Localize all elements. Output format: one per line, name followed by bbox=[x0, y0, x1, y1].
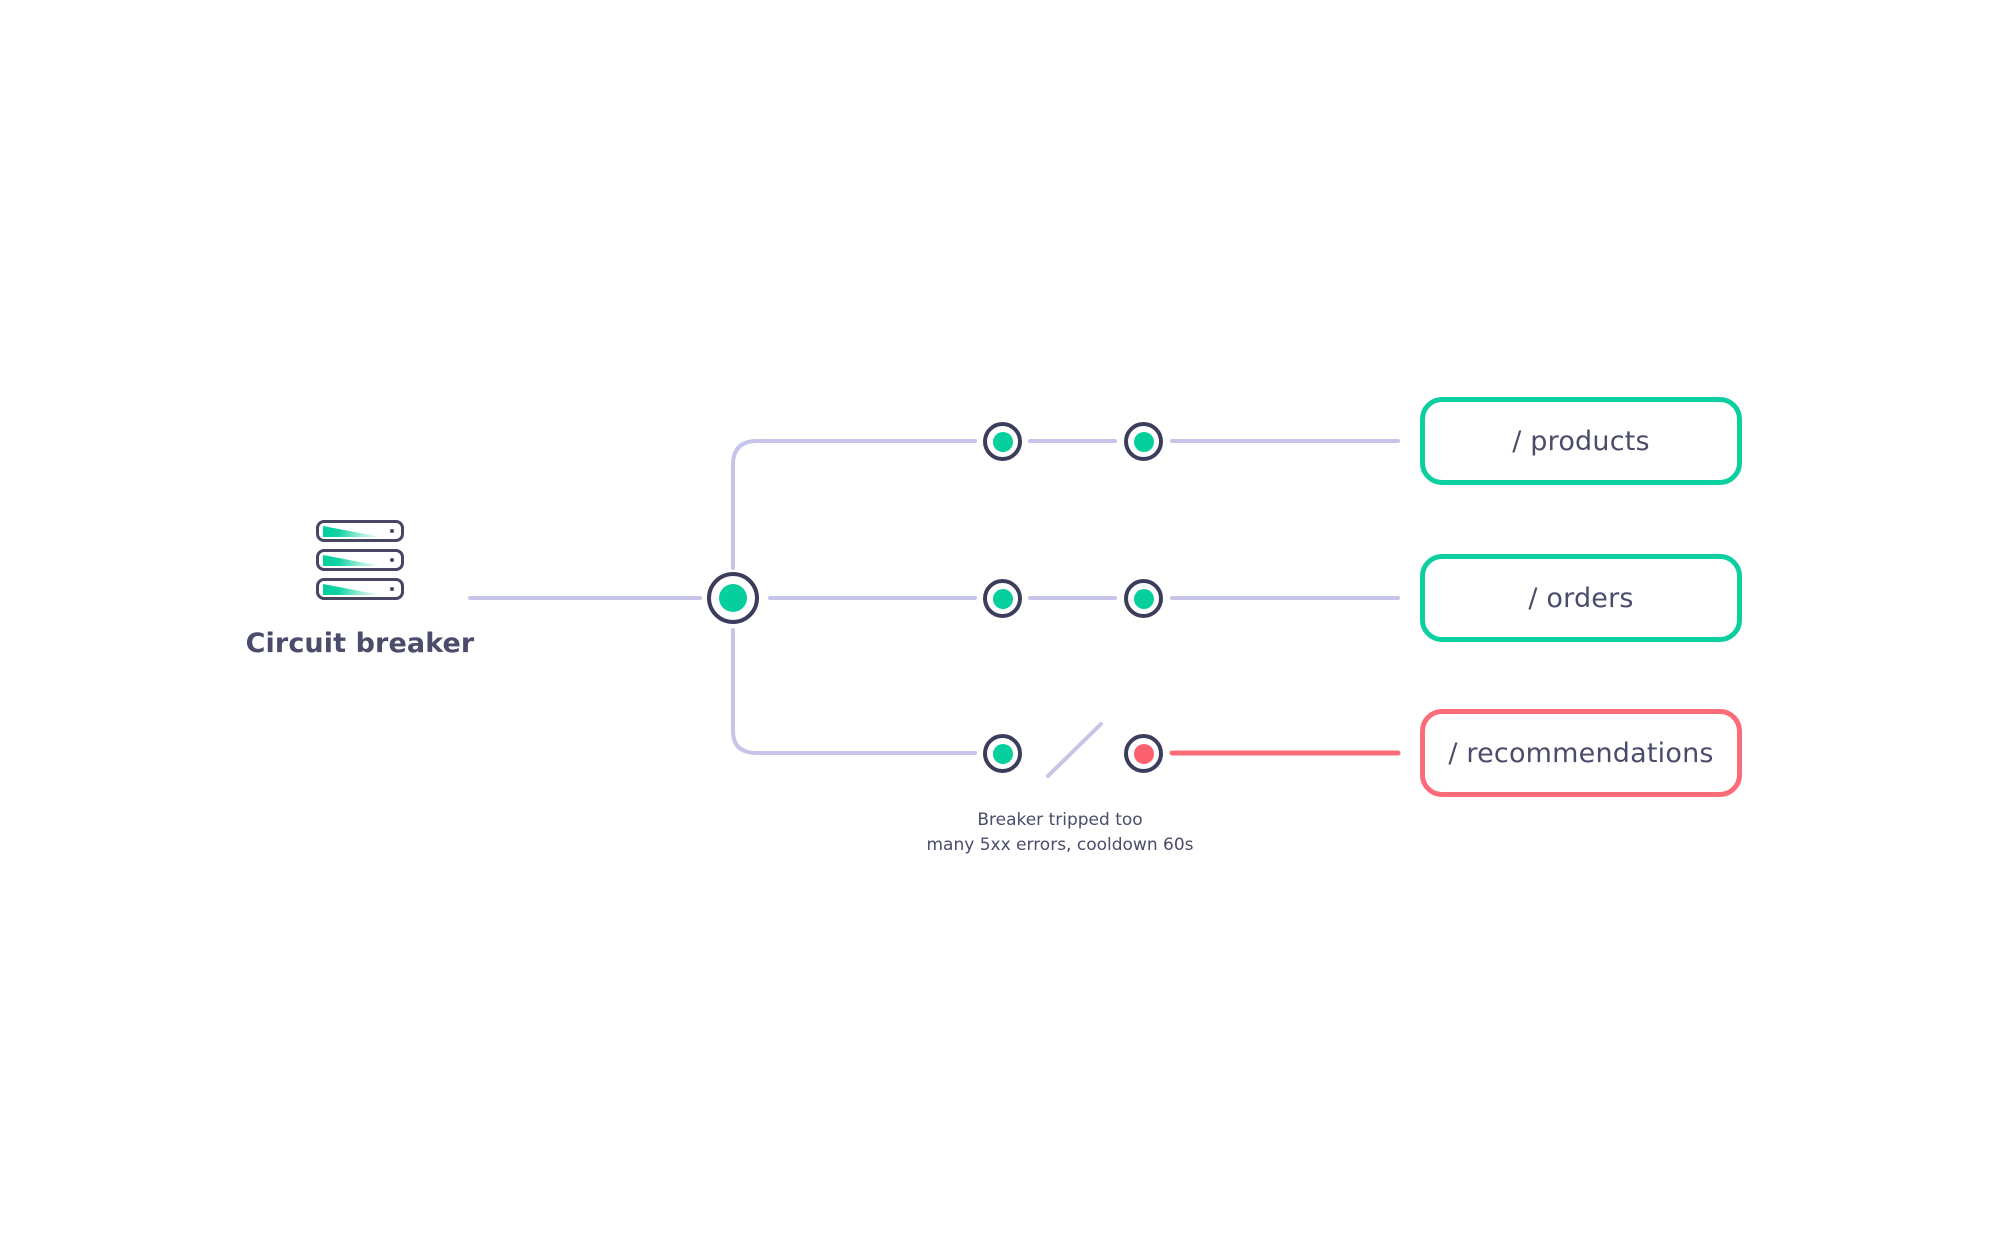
server-activity-wedge bbox=[323, 584, 381, 595]
endpoint-box-recommendations[interactable]: / recommendations bbox=[1420, 709, 1742, 797]
endpoint-box-orders[interactable]: / orders bbox=[1420, 554, 1742, 642]
server-activity-wedge bbox=[323, 526, 381, 537]
node-core bbox=[992, 588, 1013, 609]
server-stack-icon bbox=[316, 520, 404, 600]
node-core bbox=[992, 743, 1013, 764]
breaker-annotation: Breaker tripped too many 5xx errors, coo… bbox=[905, 808, 1215, 858]
products-node-2[interactable] bbox=[1124, 422, 1163, 461]
node-core bbox=[719, 584, 747, 612]
wire-hub-to-recommendations bbox=[731, 628, 977, 755]
products-node-1[interactable] bbox=[983, 422, 1022, 461]
annotation-line-2: many 5xx errors, cooldown 60s bbox=[926, 835, 1194, 855]
recommendations-node-2[interactable] bbox=[1124, 734, 1163, 773]
server-slot bbox=[316, 578, 404, 600]
node-core-failed bbox=[1133, 743, 1154, 764]
server-slot bbox=[316, 549, 404, 571]
node-core bbox=[1133, 588, 1154, 609]
server-slot bbox=[316, 520, 404, 542]
node-core bbox=[992, 431, 1013, 452]
recommendations-node-1[interactable] bbox=[983, 734, 1022, 773]
node-core bbox=[1133, 431, 1154, 452]
source-label: Circuit breaker bbox=[245, 628, 475, 659]
endpoint-box-products[interactable]: / products bbox=[1420, 397, 1742, 485]
orders-node-2[interactable] bbox=[1124, 579, 1163, 618]
server-led-dot bbox=[390, 529, 394, 533]
orders-node-1[interactable] bbox=[983, 579, 1022, 618]
annotation-line-1: Breaker tripped too bbox=[977, 810, 1143, 830]
server-activity-wedge bbox=[323, 555, 381, 566]
endpoint-label: / recommendations bbox=[1448, 737, 1714, 769]
endpoint-label: / products bbox=[1512, 425, 1650, 457]
server-led-dot bbox=[390, 587, 394, 591]
wire-hub-to-products bbox=[731, 439, 977, 570]
router-hub-node[interactable] bbox=[707, 572, 759, 624]
broken-link-slash-icon bbox=[1046, 722, 1103, 778]
endpoint-label: / orders bbox=[1528, 582, 1634, 614]
server-led-dot bbox=[390, 558, 394, 562]
